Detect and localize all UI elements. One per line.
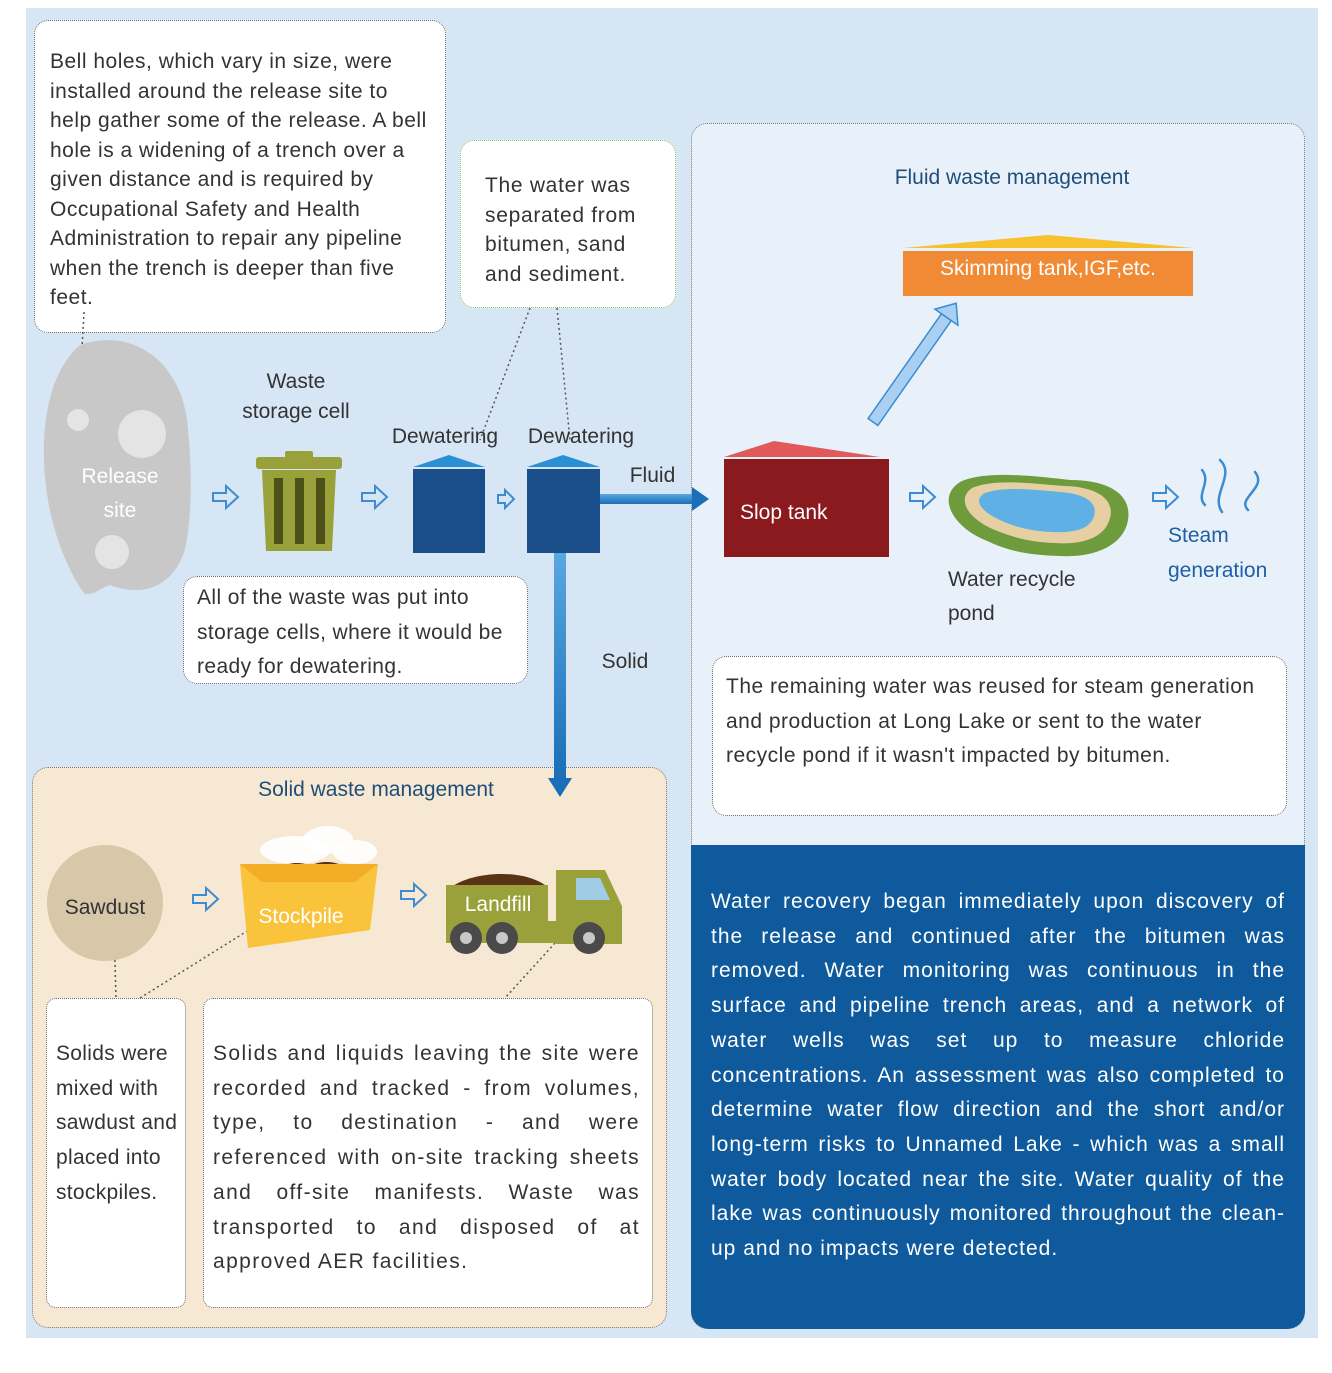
steam-generation-label: Steam generation (1168, 518, 1288, 588)
waste-storage-line-2: storage cell (242, 400, 350, 423)
water-separated-note: The water was separated from bitumen, sa… (460, 140, 676, 308)
stockpile-icon (240, 826, 378, 948)
waste-bin-icon (256, 451, 342, 551)
dewatering-label-1: Dewatering (391, 425, 499, 448)
solid-panel-title: Solid waste management (258, 778, 494, 801)
release-site-line-2: site (103, 499, 137, 522)
bell-holes-note: Bell holes, which vary in size, were ins… (34, 20, 446, 333)
landfill-label: Landfill (464, 893, 532, 916)
slop-tank-label: Slop tank (740, 501, 828, 524)
dewatering-unit-2 (527, 455, 600, 553)
water-pond-label: Water recycle pond (948, 563, 1118, 631)
waste-storage-line-1: Waste (266, 370, 326, 393)
release-site-line-1: Release (81, 465, 159, 488)
skimming-arrow (867, 302, 959, 427)
dewatering-label-2: Dewatering (527, 425, 635, 448)
release-site-label: Release site (60, 460, 180, 528)
fluid-label: Fluid (629, 464, 676, 487)
sawdust-icon (47, 845, 163, 961)
stockpile-label: Stockpile (258, 905, 344, 928)
fluid-arrow (600, 487, 709, 511)
release-hole-3 (95, 535, 129, 569)
remaining-water-note: The remaining water was reused for steam… (712, 656, 1287, 816)
connector-dewatering-2 (556, 307, 571, 441)
storage-cells-note: All of the waste was put into storage ce… (183, 576, 528, 684)
water-pond-line-1: Water recycle (948, 568, 1076, 591)
fluid-panel-title: Fluid waste management (894, 166, 1130, 189)
solid-label: Solid (601, 650, 649, 673)
steam-icon (1200, 458, 1260, 514)
release-hole-1 (67, 409, 89, 431)
solid-arrow (548, 553, 572, 797)
steam-line-1: Steam (1168, 524, 1229, 547)
connector-dewatering-1 (479, 307, 531, 441)
sawdust-label: Sawdust (64, 896, 146, 919)
steam-line-2: generation (1168, 559, 1268, 582)
water-pond-line-2: pond (948, 602, 995, 625)
dewatering-unit-1 (413, 455, 485, 553)
flow-arrows (192, 483, 1180, 913)
release-site-shape (43, 340, 191, 595)
water-recycle-pond-icon (948, 474, 1129, 557)
waste-storage-label: Waste storage cell (206, 367, 386, 427)
release-hole-2 (118, 410, 166, 458)
landfill-truck-icon (446, 870, 622, 954)
connector-landfill (504, 942, 556, 999)
connector-stockpile (139, 927, 253, 999)
skimming-tank-icon (903, 235, 1193, 296)
solids-mixed-note: Solids were mixed with sawdust and place… (46, 998, 186, 1308)
slop-tank-icon (724, 441, 889, 557)
solids-liquids-note: Solids and liquids leaving the site were… (203, 998, 653, 1308)
water-recovery-box: Water recovery began immediately upon di… (691, 845, 1305, 1329)
skimming-tank-label: Skimming tank,IGF,etc. (940, 257, 1156, 280)
